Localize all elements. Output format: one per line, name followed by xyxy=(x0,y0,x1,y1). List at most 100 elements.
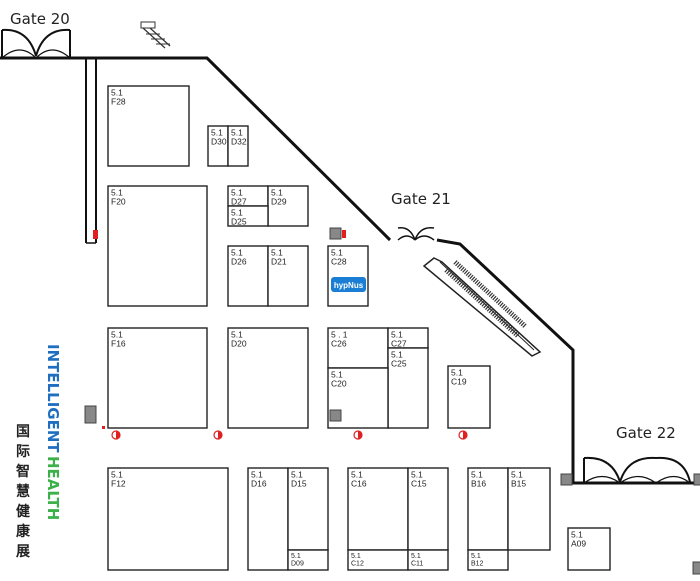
booth-code-label: A09 xyxy=(571,539,586,549)
booth-hall-label: 5.1 xyxy=(471,470,483,480)
booth-code-label: D20 xyxy=(231,339,247,349)
booth-code-label: D27 xyxy=(231,197,247,207)
booth-hall-label: 5.1 xyxy=(231,188,243,198)
booth-outline xyxy=(227,125,249,167)
booth-code-label: F20 xyxy=(111,197,126,207)
booth-code-label: F16 xyxy=(111,339,126,349)
booth-hall-label: 5.1 xyxy=(271,248,283,258)
booth-hall-label: 5.1 xyxy=(291,470,303,480)
booth-hall-label: 5 . 1 xyxy=(331,330,348,340)
booth-outline xyxy=(227,205,269,227)
booth-outline xyxy=(567,527,611,571)
booth-hall-label: 5.1 xyxy=(411,553,421,560)
fire-extinguisher-icon xyxy=(213,430,223,440)
booth-hall-label: 5.1 xyxy=(211,128,223,138)
fire-extinguisher-icon xyxy=(111,430,121,440)
booth-code-label: F28 xyxy=(111,97,126,107)
pillar-icon xyxy=(692,561,700,575)
booth-outline xyxy=(107,327,208,429)
gate-22[interactable]: Gate 22 xyxy=(583,424,691,484)
fire-extinguisher-icon xyxy=(353,430,363,440)
booth-code-label: C11 xyxy=(411,561,423,568)
booth-hall-label: 5.1 xyxy=(271,188,283,198)
escalator-icon xyxy=(422,257,542,357)
pillar-icon xyxy=(329,227,342,240)
booth-code-label: D26 xyxy=(231,257,247,267)
booth-layer: 5.1F285.1D305.1D325.1F205.1D275.1D295.1D… xyxy=(107,85,611,571)
gate-21[interactable]: Gate 21 xyxy=(391,190,451,241)
booth-outline xyxy=(267,185,309,227)
staircase-icon xyxy=(140,21,171,49)
svg-text:智: 智 xyxy=(15,463,30,480)
booth-hall-label: 5.1 xyxy=(571,530,583,540)
fire-hydrant-icon xyxy=(93,230,98,239)
fire-hydrant-icon xyxy=(342,230,346,238)
booth-code-label: C27 xyxy=(391,339,407,349)
pillar-icon xyxy=(560,473,573,486)
booth-code-label: D32 xyxy=(231,137,247,147)
booth-hall-label: 5.1 xyxy=(451,368,463,378)
booth-hall-label: 5.1 xyxy=(291,553,301,560)
gate-20[interactable]: Gate 20 xyxy=(1,10,71,59)
booth-code-label: D29 xyxy=(271,197,287,207)
gate-20-label: Gate 20 xyxy=(10,10,70,28)
hypnus-exhibitor-logo[interactable]: hypNus xyxy=(331,277,366,292)
booth-outline xyxy=(507,467,551,551)
booth-code-label: D15 xyxy=(291,479,307,489)
booth-outline xyxy=(227,327,309,429)
booth-hall-label: 5.1 xyxy=(391,330,403,340)
booth-code-label: C16 xyxy=(351,479,367,489)
booth-outline xyxy=(107,85,190,167)
pillar-icon xyxy=(329,409,342,422)
hypnus-badge-text: hypNus xyxy=(334,281,364,290)
booth-outline xyxy=(327,245,369,307)
booth-hall-label: 5.1 xyxy=(111,88,123,98)
booth-code-label: C25 xyxy=(391,359,407,369)
booth-hall-label: 5.1 xyxy=(331,370,343,380)
gate-21-label: Gate 21 xyxy=(391,190,451,208)
booth-code-label: F12 xyxy=(111,479,126,489)
booth-code-label: D21 xyxy=(271,257,287,267)
booth-hall-label: 5.1 xyxy=(511,470,523,480)
logo-health-text: HEALTH xyxy=(44,456,62,520)
booth-code-label: C12 xyxy=(351,561,364,568)
booth-hall-label: 5.1 xyxy=(111,470,123,480)
svg-text:际: 际 xyxy=(16,444,30,460)
svg-text:国: 国 xyxy=(16,424,30,440)
booth-hall-label: 5.1 xyxy=(231,128,243,138)
gate-22-door-icon xyxy=(583,456,691,484)
svg-text:健: 健 xyxy=(16,503,30,520)
gate-22-label: Gate 22 xyxy=(616,424,676,442)
booth-code-label: B12 xyxy=(471,561,484,568)
pillars xyxy=(84,227,700,575)
